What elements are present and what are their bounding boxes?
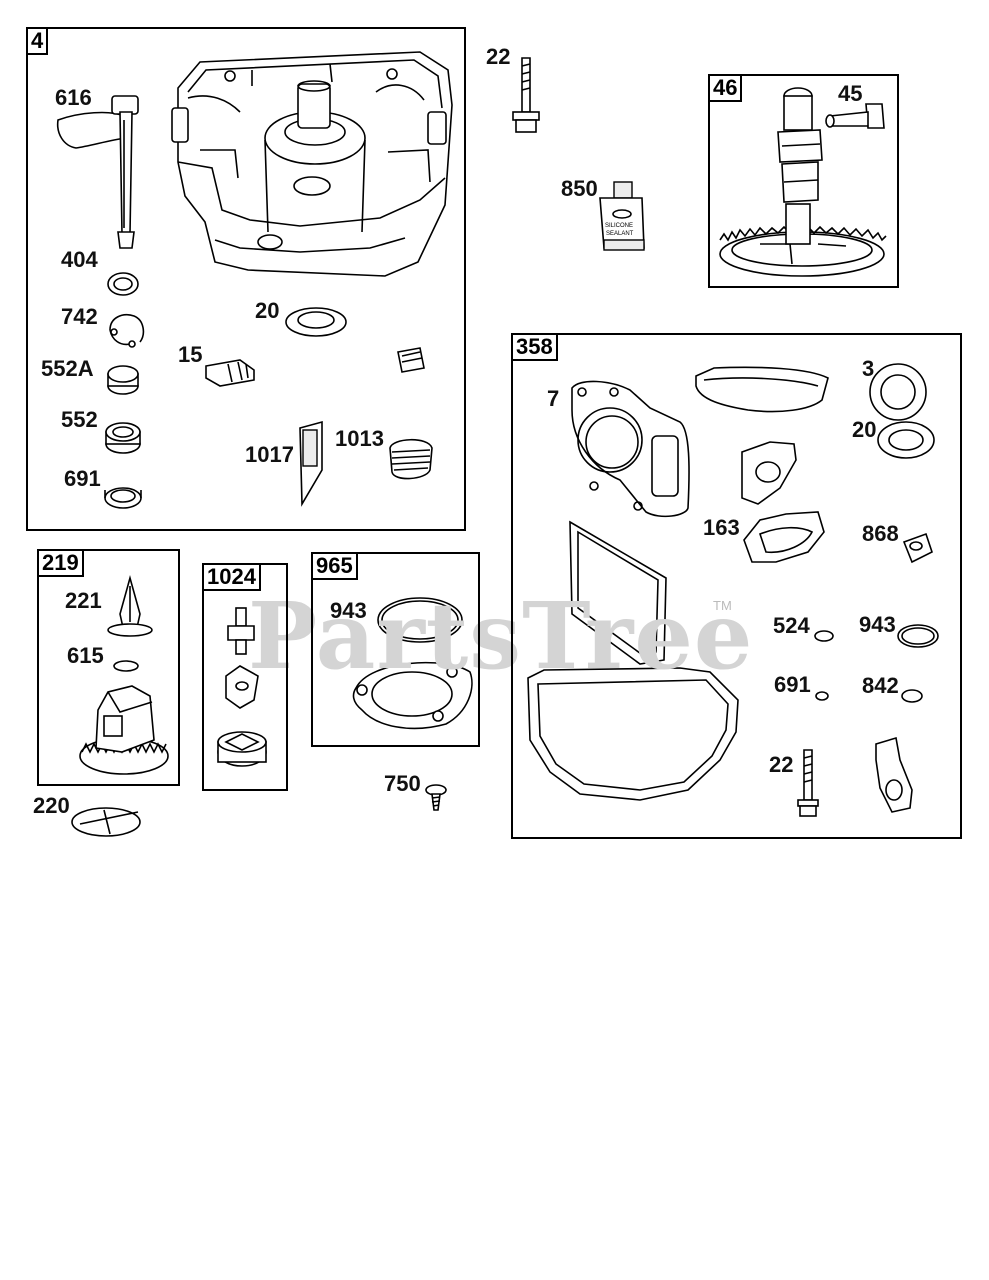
label-221: 221 [65, 588, 102, 613]
gasket-set-box: 358 [511, 333, 962, 839]
label-850: 850 [561, 176, 598, 201]
center-small-parts [205, 307, 433, 507]
label-1017: 1017 [245, 442, 294, 467]
screw-750-drawing [425, 784, 447, 811]
crankcase-drawing [171, 51, 453, 277]
label-404: 404 [61, 247, 98, 272]
gasket-set-drawing [527, 363, 939, 817]
label-3: 3 [862, 356, 875, 381]
governor-box-label: 219 [39, 551, 84, 577]
governor-gear-drawing [71, 575, 169, 837]
label-524: 524 [773, 613, 810, 638]
sealant-text-1: SILICONE [605, 223, 633, 229]
label-552: 552 [61, 407, 98, 432]
sealant-tube-drawing: SILICONE SEALANT [599, 181, 645, 251]
filter-adapter-box-label: 965 [313, 554, 358, 580]
oil-pump-box: 1024 [202, 563, 288, 791]
label-163: 163 [703, 515, 740, 540]
label-22-set: 22 [769, 752, 794, 777]
crankcase-box-label: 4 [28, 29, 49, 55]
label-842: 842 [862, 673, 899, 698]
camshaft-box-label: 46 [710, 76, 743, 102]
label-22-top: 22 [486, 44, 511, 69]
label-1013: 1013 [335, 426, 384, 451]
filter-adapter-drawing [352, 597, 473, 730]
label-943-set: 943 [859, 612, 896, 637]
label-742: 742 [61, 304, 98, 329]
label-45: 45 [838, 81, 863, 106]
trademark-mark: TM [713, 598, 732, 613]
label-7: 7 [547, 386, 560, 411]
screw-22-top-drawing [512, 57, 540, 133]
label-750: 750 [384, 771, 421, 796]
filter-adapter-box: 965 [311, 552, 480, 747]
label-691-set: 691 [774, 672, 811, 697]
label-552a: 552A [41, 356, 94, 381]
label-616: 616 [55, 85, 92, 110]
label-220: 220 [33, 793, 70, 818]
label-15: 15 [178, 342, 203, 367]
oil-pump-box-label: 1024 [204, 565, 261, 591]
camshaft-drawing [719, 87, 887, 277]
governor-shaft-drawing [56, 95, 139, 249]
camshaft-box: 46 [708, 74, 899, 288]
gasket-set-box-label: 358 [513, 335, 558, 361]
label-943-filter: 943 [330, 598, 367, 623]
label-20: 20 [255, 298, 280, 323]
label-615: 615 [67, 643, 104, 668]
oil-pump-drawing [217, 607, 267, 767]
label-868: 868 [862, 521, 899, 546]
watermark: PartsTree [248, 582, 754, 690]
governor-box: 219 [37, 549, 180, 786]
label-20-set: 20 [852, 417, 877, 442]
crankcase-box: 4 [26, 27, 466, 531]
small-parts-left [104, 272, 145, 509]
label-691: 691 [64, 466, 101, 491]
sealant-text-2: SEALANT [606, 231, 634, 237]
